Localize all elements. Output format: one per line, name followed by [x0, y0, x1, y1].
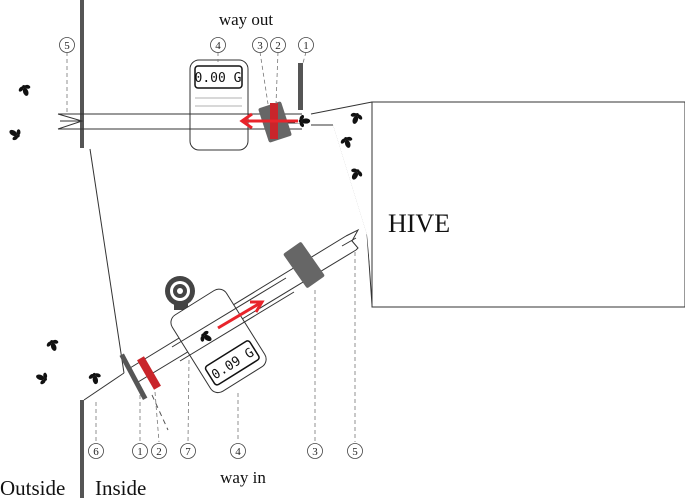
callout-top-5: 5: [64, 40, 70, 52]
callout-bottom-4: 4: [235, 446, 241, 458]
one-way-flap-way-out: [298, 63, 303, 110]
callout-leaders: [66, 51, 356, 443]
callouts-top: [59, 37, 314, 53]
callouts-bottom: [88, 443, 363, 459]
one-way-flap-way-in: [119, 353, 148, 401]
label-inside: Inside: [95, 476, 146, 498]
callout-bottom-2: 2: [156, 446, 162, 458]
callout-top-4: 4: [215, 40, 221, 52]
callout-bottom-7: 7: [185, 446, 191, 458]
callout-top-3: 3: [257, 40, 263, 52]
label-way-out: way out: [219, 10, 274, 29]
callout-top-1: 1: [303, 40, 309, 52]
callout-bottom-5: 5: [352, 446, 358, 458]
hive: [295, 101, 685, 308]
callout-bottom-6: 6: [93, 446, 99, 458]
callout-top-2: 2: [275, 40, 281, 52]
gate-way-in: [137, 356, 161, 390]
arrow-way-in: [217, 300, 265, 330]
camera-icon: [165, 276, 195, 310]
scale-way-out: [189, 59, 249, 151]
label-way-in: way in: [220, 468, 266, 487]
callout-bottom-1: 1: [137, 446, 143, 458]
callout-bottom-3: 3: [312, 446, 318, 458]
label-hive: HIVE: [388, 209, 450, 238]
label-outside: Outside: [0, 476, 65, 498]
sensor-block-way-in: [283, 242, 325, 288]
scale-way-out-reading: 0.00 G: [195, 71, 242, 86]
arrow-way-out: [239, 112, 298, 130]
